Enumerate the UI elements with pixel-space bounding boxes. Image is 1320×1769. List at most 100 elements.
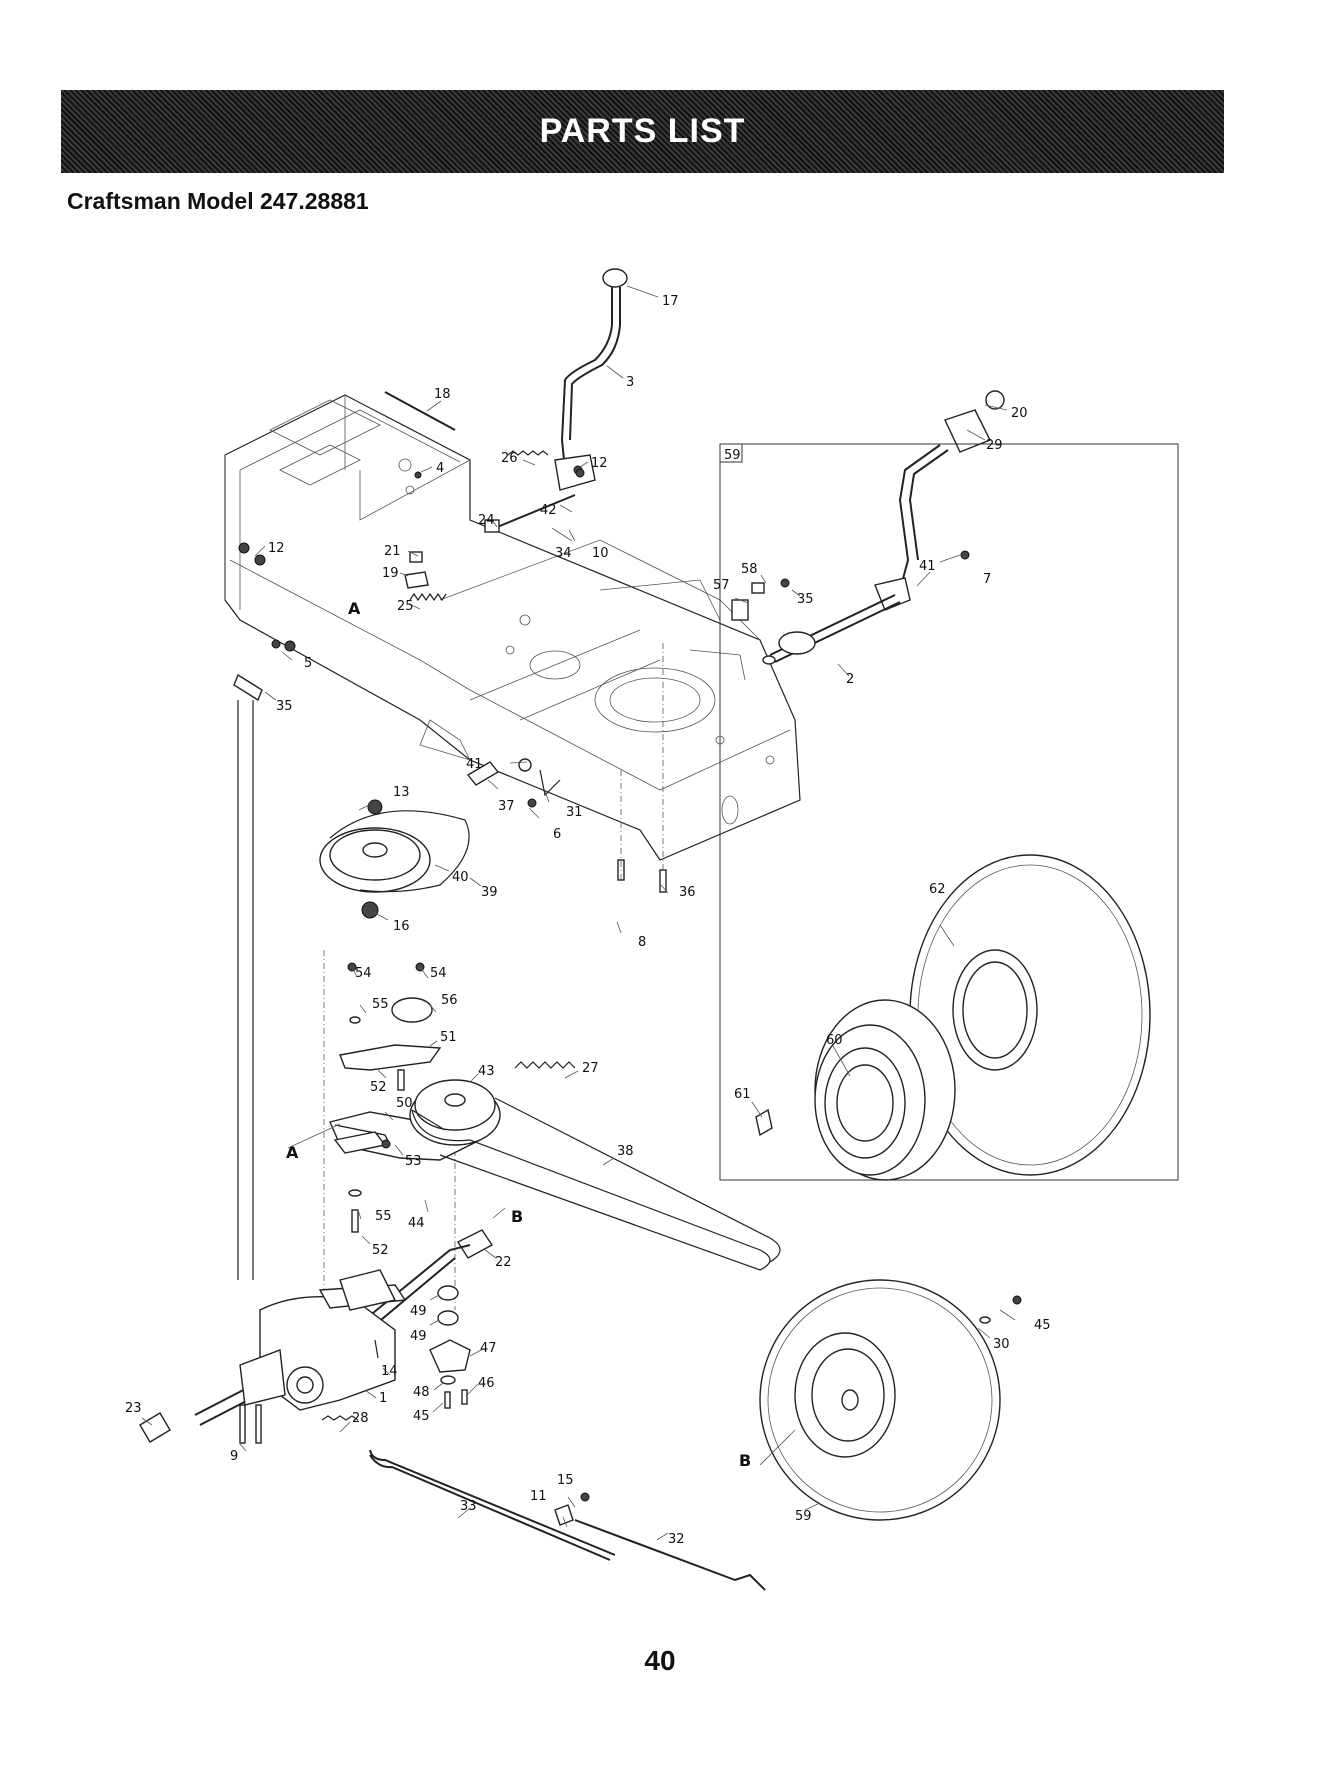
callout-55-bottom: 55 — [375, 1209, 392, 1224]
callout-61: 61 — [734, 1087, 751, 1102]
callout-23: 23 — [125, 1401, 142, 1416]
callout-2: 2 — [846, 672, 854, 687]
callout-56: 56 — [441, 993, 458, 1008]
callout-B-wheel: B — [739, 1451, 751, 1470]
nut-12b — [255, 555, 265, 565]
bracket-35 — [234, 675, 262, 700]
rear-wheel-59 — [760, 1280, 1021, 1520]
callout-9: 9 — [230, 1449, 238, 1464]
callout-19: 19 — [382, 566, 399, 581]
callout-A-bracket: A — [286, 1143, 299, 1162]
callout-26: 26 — [501, 451, 518, 466]
callout-41-pedal: 41 — [919, 559, 936, 574]
part-58 — [752, 583, 764, 593]
callout-29: 29 — [986, 438, 1003, 453]
washer-49a — [438, 1286, 458, 1300]
callout-14: 14 — [381, 1364, 398, 1379]
callout-16: 16 — [393, 919, 410, 934]
part-11 — [555, 1505, 573, 1525]
callout-12-frame: 12 — [268, 541, 285, 556]
callout-49-a: 49 — [410, 1304, 427, 1319]
callout-B-bushing: B — [511, 1207, 523, 1226]
screw-4 — [415, 472, 421, 478]
part-21 — [410, 552, 422, 562]
callout-38: 38 — [617, 1144, 634, 1159]
bushing-41 — [519, 759, 531, 771]
washer-49b — [438, 1311, 458, 1325]
callout-5: 5 — [304, 656, 312, 671]
spring-31 — [540, 770, 560, 795]
callout-24: 24 — [478, 513, 495, 528]
bushing-22 — [458, 1230, 492, 1258]
callout-32: 32 — [668, 1532, 685, 1547]
callout-3: 3 — [626, 375, 634, 390]
rod-32 — [575, 1520, 765, 1590]
callout-33: 33 — [460, 1499, 477, 1514]
callout-47: 47 — [480, 1341, 497, 1356]
bolt-5a — [272, 640, 280, 648]
callout-44: 44 — [408, 1216, 425, 1231]
clip-15 — [581, 1493, 589, 1501]
bolt-46 — [462, 1390, 467, 1404]
callout-43: 43 — [478, 1064, 495, 1079]
callout-39: 39 — [481, 885, 498, 900]
callout-27: 27 — [582, 1061, 599, 1076]
callout-46: 46 — [478, 1376, 495, 1391]
callout-4: 4 — [436, 461, 444, 476]
callout-54-a: 54 — [355, 966, 372, 981]
callout-45-wheel: 45 — [1034, 1318, 1051, 1333]
callout-48: 48 — [413, 1385, 430, 1400]
callout-42: 42 — [540, 503, 557, 518]
callout-6: 6 — [553, 827, 561, 842]
callout-60: 60 — [826, 1033, 843, 1048]
spring-25 — [410, 594, 446, 600]
callout-62: 62 — [929, 882, 946, 897]
callout-15: 15 — [557, 1473, 574, 1488]
callout-45-hub: 45 — [413, 1409, 430, 1424]
callout-17: 17 — [662, 294, 679, 309]
callout-A-frame: A — [348, 599, 361, 618]
callout-21: 21 — [384, 544, 401, 559]
callout-58: 58 — [741, 562, 758, 577]
callout-52-bottom: 52 — [372, 1243, 389, 1258]
screw-6 — [528, 799, 536, 807]
callout-18: 18 — [434, 387, 451, 402]
callout-12-lever: 12 — [591, 456, 608, 471]
wheel-inset-box — [720, 444, 1178, 1180]
callout-51: 51 — [440, 1030, 457, 1045]
switch-57 — [732, 600, 748, 620]
callout-34: 34 — [555, 546, 572, 561]
callout-10: 10 — [592, 546, 609, 561]
callout-57: 57 — [713, 578, 730, 593]
spring-27 — [515, 1062, 575, 1068]
callout-36: 36 — [679, 885, 696, 900]
callout-7: 7 — [983, 572, 991, 587]
callout-53: 53 — [405, 1154, 422, 1169]
washer-48 — [441, 1376, 455, 1384]
callout-1: 1 — [379, 1391, 387, 1406]
inset-label-59: 59 — [724, 448, 741, 463]
callout-37: 37 — [498, 799, 515, 814]
callout-40: 40 — [452, 870, 469, 885]
callout-31: 31 — [566, 805, 583, 820]
callout-20: 20 — [1011, 406, 1028, 421]
callout-49-b: 49 — [410, 1329, 427, 1344]
callout-11: 11 — [530, 1489, 547, 1504]
rod-33b — [370, 1455, 610, 1560]
bolt-36 — [660, 870, 666, 892]
rod-33 — [370, 1450, 615, 1555]
callout-35-bracket: 35 — [276, 699, 293, 714]
callout-30: 30 — [993, 1337, 1010, 1352]
shift-rod-34 — [490, 495, 575, 530]
callout-52-top: 52 — [370, 1080, 387, 1095]
callout-59-wheel: 59 — [795, 1509, 812, 1524]
callout-54-b: 54 — [430, 966, 447, 981]
callout-50: 50 — [396, 1096, 413, 1111]
callout-35-switch: 35 — [797, 592, 814, 607]
callout-25: 25 — [397, 599, 414, 614]
callout-55-top: 55 — [372, 997, 389, 1012]
engine-pulley-assembly — [320, 800, 469, 918]
callout-22: 22 — [495, 1255, 512, 1270]
part-19 — [405, 572, 428, 588]
bolt-45 — [445, 1392, 450, 1408]
